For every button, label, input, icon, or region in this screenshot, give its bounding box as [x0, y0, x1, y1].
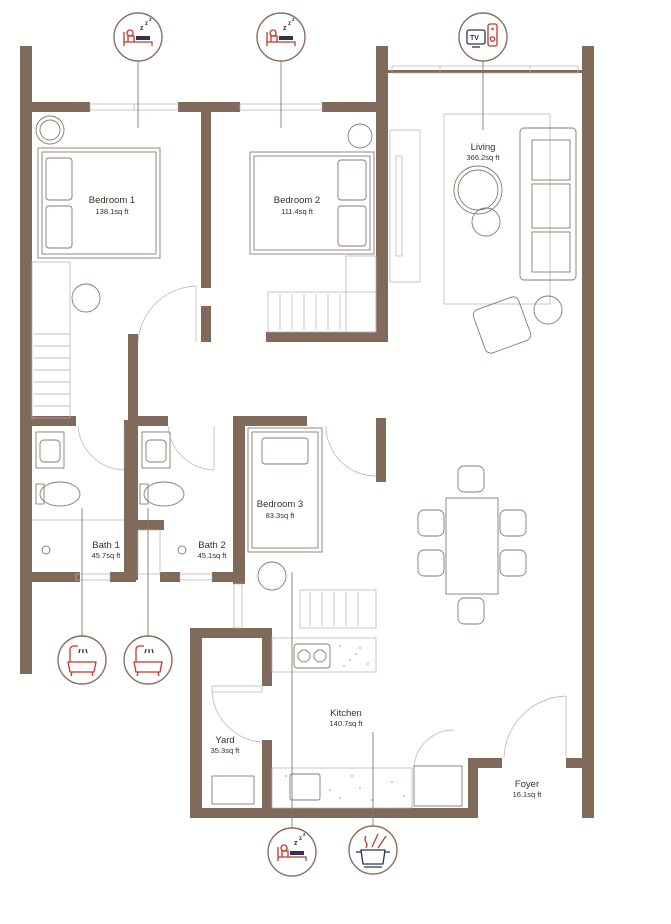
svg-text:z: z — [303, 832, 306, 838]
coffee-table — [453, 165, 503, 215]
sofa — [519, 127, 577, 281]
svg-text:z: z — [294, 840, 298, 847]
bed-sleep-icon: z z z — [266, 17, 296, 46]
dining-chairs — [417, 465, 527, 625]
cooking-marker-kitchen[interactable] — [348, 825, 398, 875]
tv-remote-icon: TV — [466, 23, 498, 48]
sleep-marker-bedroom3[interactable]: z z z — [267, 827, 317, 877]
bath2-name: Bath 2 — [198, 540, 225, 551]
bed-3 — [247, 427, 323, 553]
sleep-marker-bedroom2[interactable]: z z z — [256, 12, 306, 62]
bath-marker-bath1[interactable] — [57, 635, 107, 685]
dining-table — [445, 497, 499, 595]
room-labels: Bedroom 1 138.1sq ft Bedroom 2 111.4sq f… — [89, 142, 543, 799]
svg-text:z: z — [145, 21, 148, 27]
bedroom1-area: 138.1sq ft — [96, 207, 130, 216]
living-name: Living — [471, 142, 496, 153]
bed-sleep-icon: z z z — [123, 17, 153, 46]
bed-2 — [249, 151, 375, 255]
foyer-name: Foyer — [515, 779, 539, 790]
svg-text:z: z — [140, 25, 144, 32]
bathtub-icon — [67, 645, 97, 677]
svg-text:z: z — [288, 21, 291, 27]
callout-lines — [81, 61, 484, 828]
bed-1 — [37, 147, 161, 259]
tv-marker-living[interactable]: TV — [458, 12, 508, 62]
bath2-area: 45.1sq ft — [198, 551, 228, 560]
bath1-area: 45.7sq ft — [92, 551, 122, 560]
yard-area: 35.3sq ft — [211, 746, 241, 755]
walls — [20, 46, 594, 818]
bathtub-icon — [133, 645, 163, 677]
armchair — [472, 296, 532, 354]
bath-marker-bath2[interactable] — [123, 635, 173, 685]
kitchen-area: 140.7sq ft — [330, 719, 364, 728]
yard-name: Yard — [215, 735, 234, 746]
bedroom1-name: Bedroom 1 — [89, 195, 135, 206]
bedroom2-name: Bedroom 2 — [274, 195, 320, 206]
cooking-pot-icon — [356, 833, 390, 868]
foyer-area: 16.1sq ft — [513, 790, 543, 799]
bath1-name: Bath 1 — [92, 540, 119, 551]
svg-text:z: z — [283, 25, 287, 32]
bedroom3-name: Bedroom 3 — [257, 499, 303, 510]
sleep-marker-bedroom1[interactable]: z z z — [113, 12, 163, 62]
bedroom2-area: 111.4sq ft — [281, 207, 314, 216]
bed-sleep-icon: z z z — [277, 832, 307, 861]
svg-text:z: z — [299, 836, 302, 842]
living-area: 366.2sq ft — [467, 153, 501, 162]
furniture — [31, 113, 577, 809]
windows — [75, 65, 579, 629]
svg-text:z: z — [292, 17, 295, 23]
svg-text:TV: TV — [470, 35, 479, 42]
kitchen-name: Kitchen — [330, 708, 362, 719]
svg-text:z: z — [149, 17, 152, 23]
bedroom3-area: 83.3sq ft — [266, 511, 296, 520]
